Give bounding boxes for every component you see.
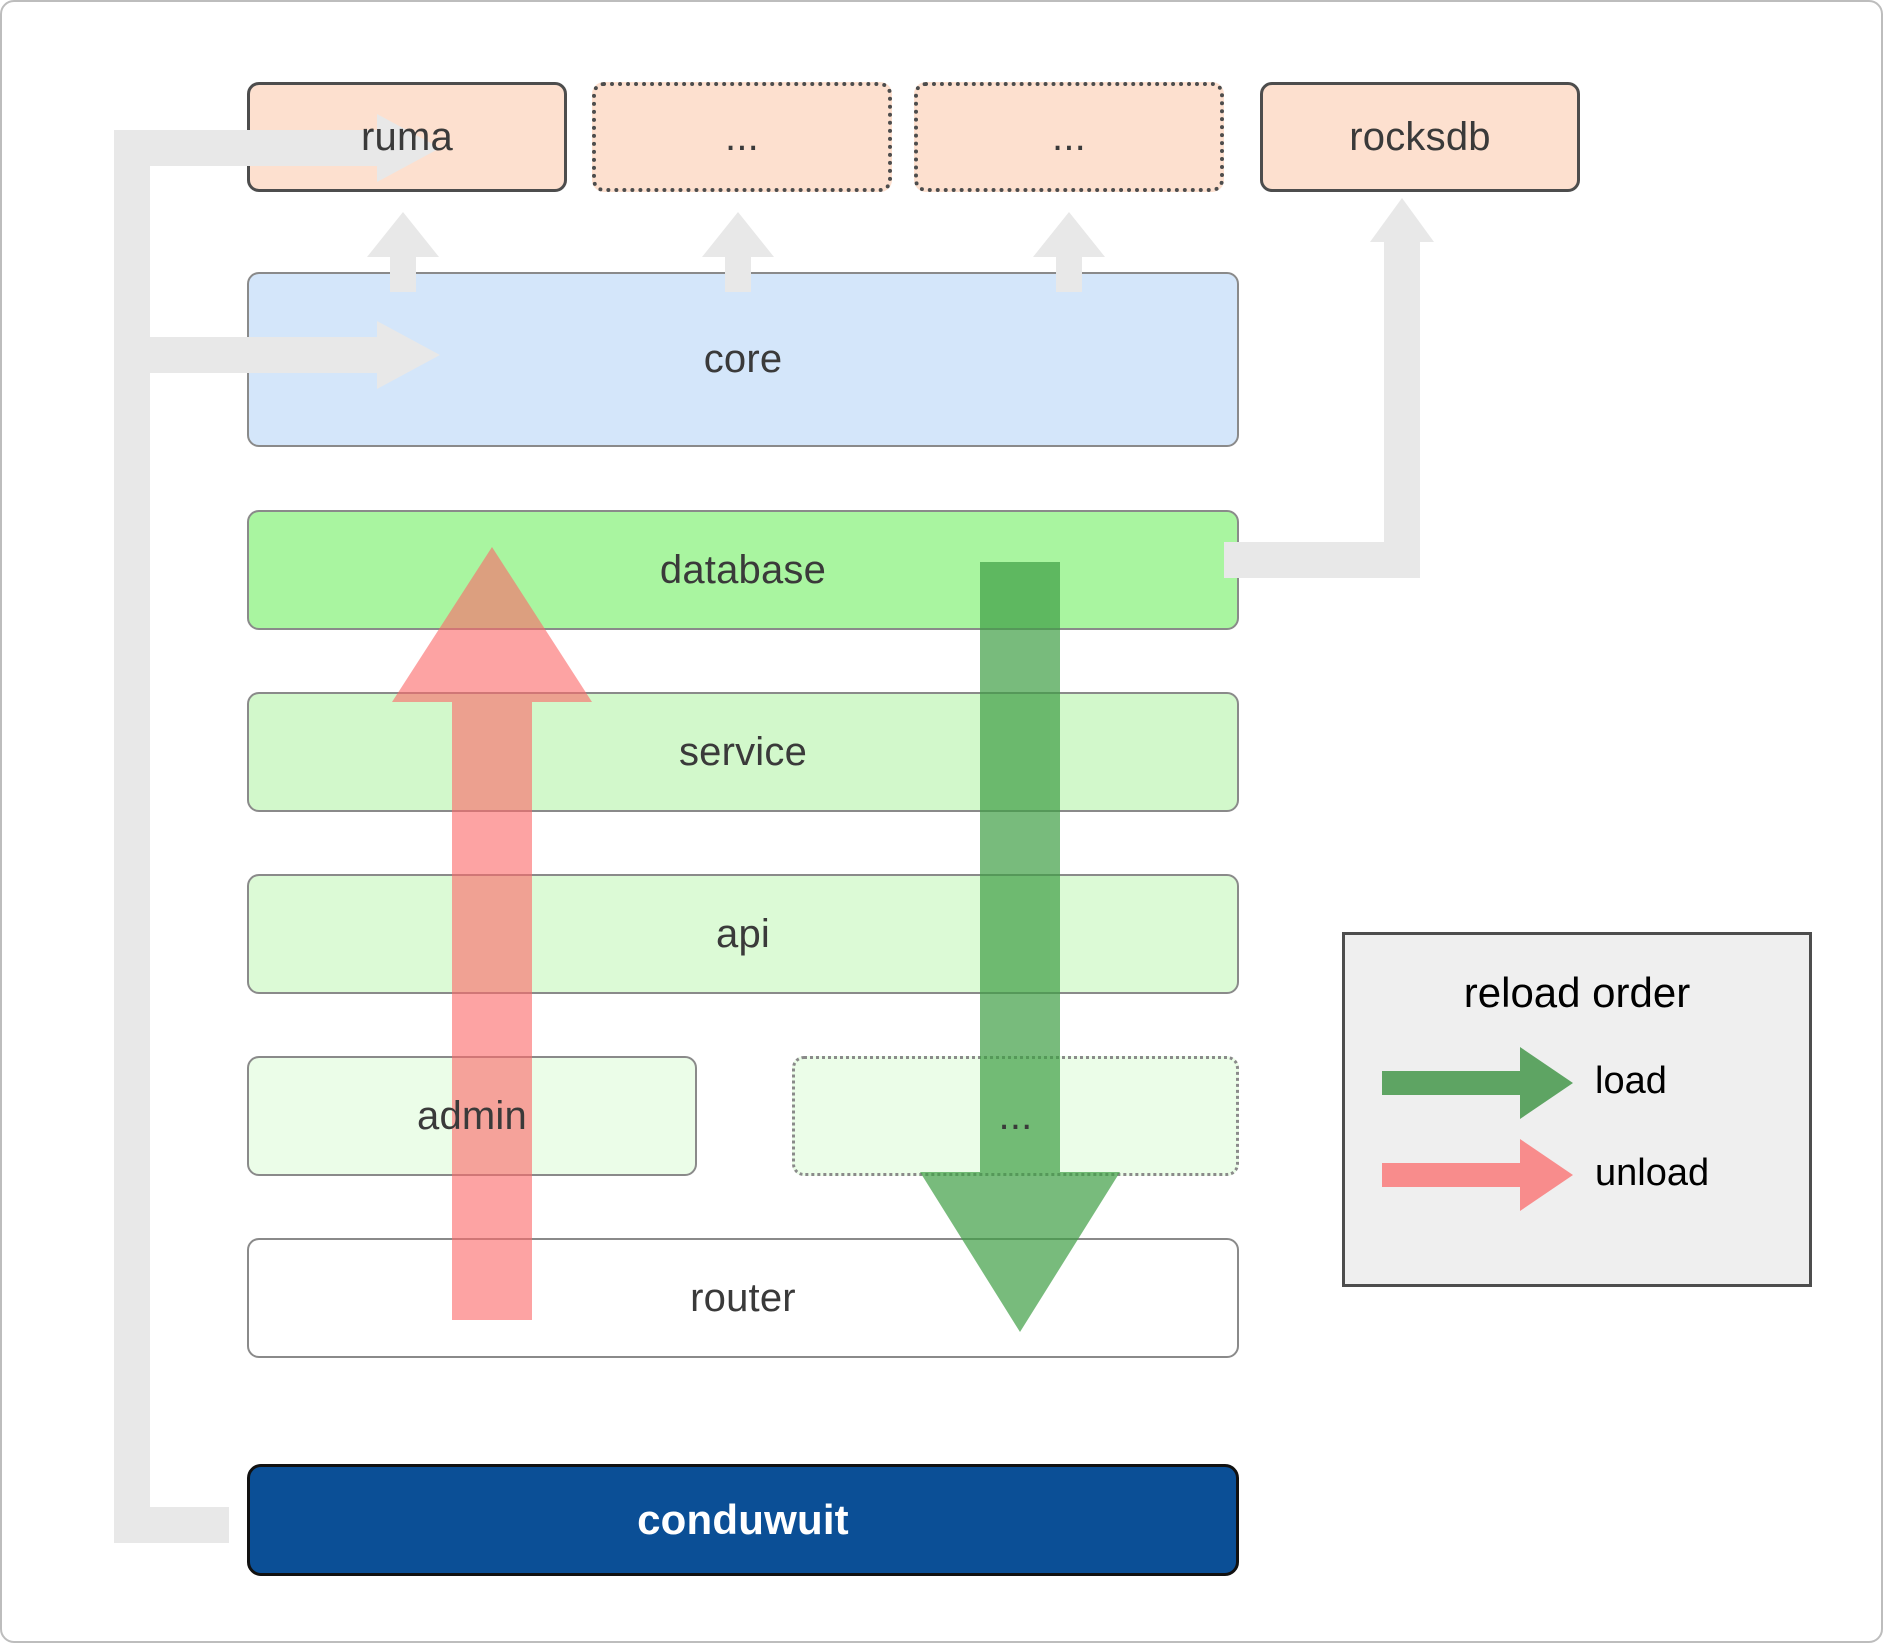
legend-title: reload order — [1463, 969, 1691, 1016]
legend-load-arrow — [1382, 1047, 1573, 1119]
legend-label-load: load — [1595, 1060, 1667, 1102]
legend-panel: reload order load unload — [1342, 932, 1812, 1287]
legend-unload-arrow — [1382, 1139, 1573, 1211]
dependency-box-dots1[interactable]: ... — [592, 82, 892, 192]
legend-arrows — [1382, 1047, 1573, 1211]
legend-label-unload: unload — [1595, 1152, 1710, 1194]
binary-box-conduwuit[interactable]: conduwuit — [247, 1464, 1239, 1576]
